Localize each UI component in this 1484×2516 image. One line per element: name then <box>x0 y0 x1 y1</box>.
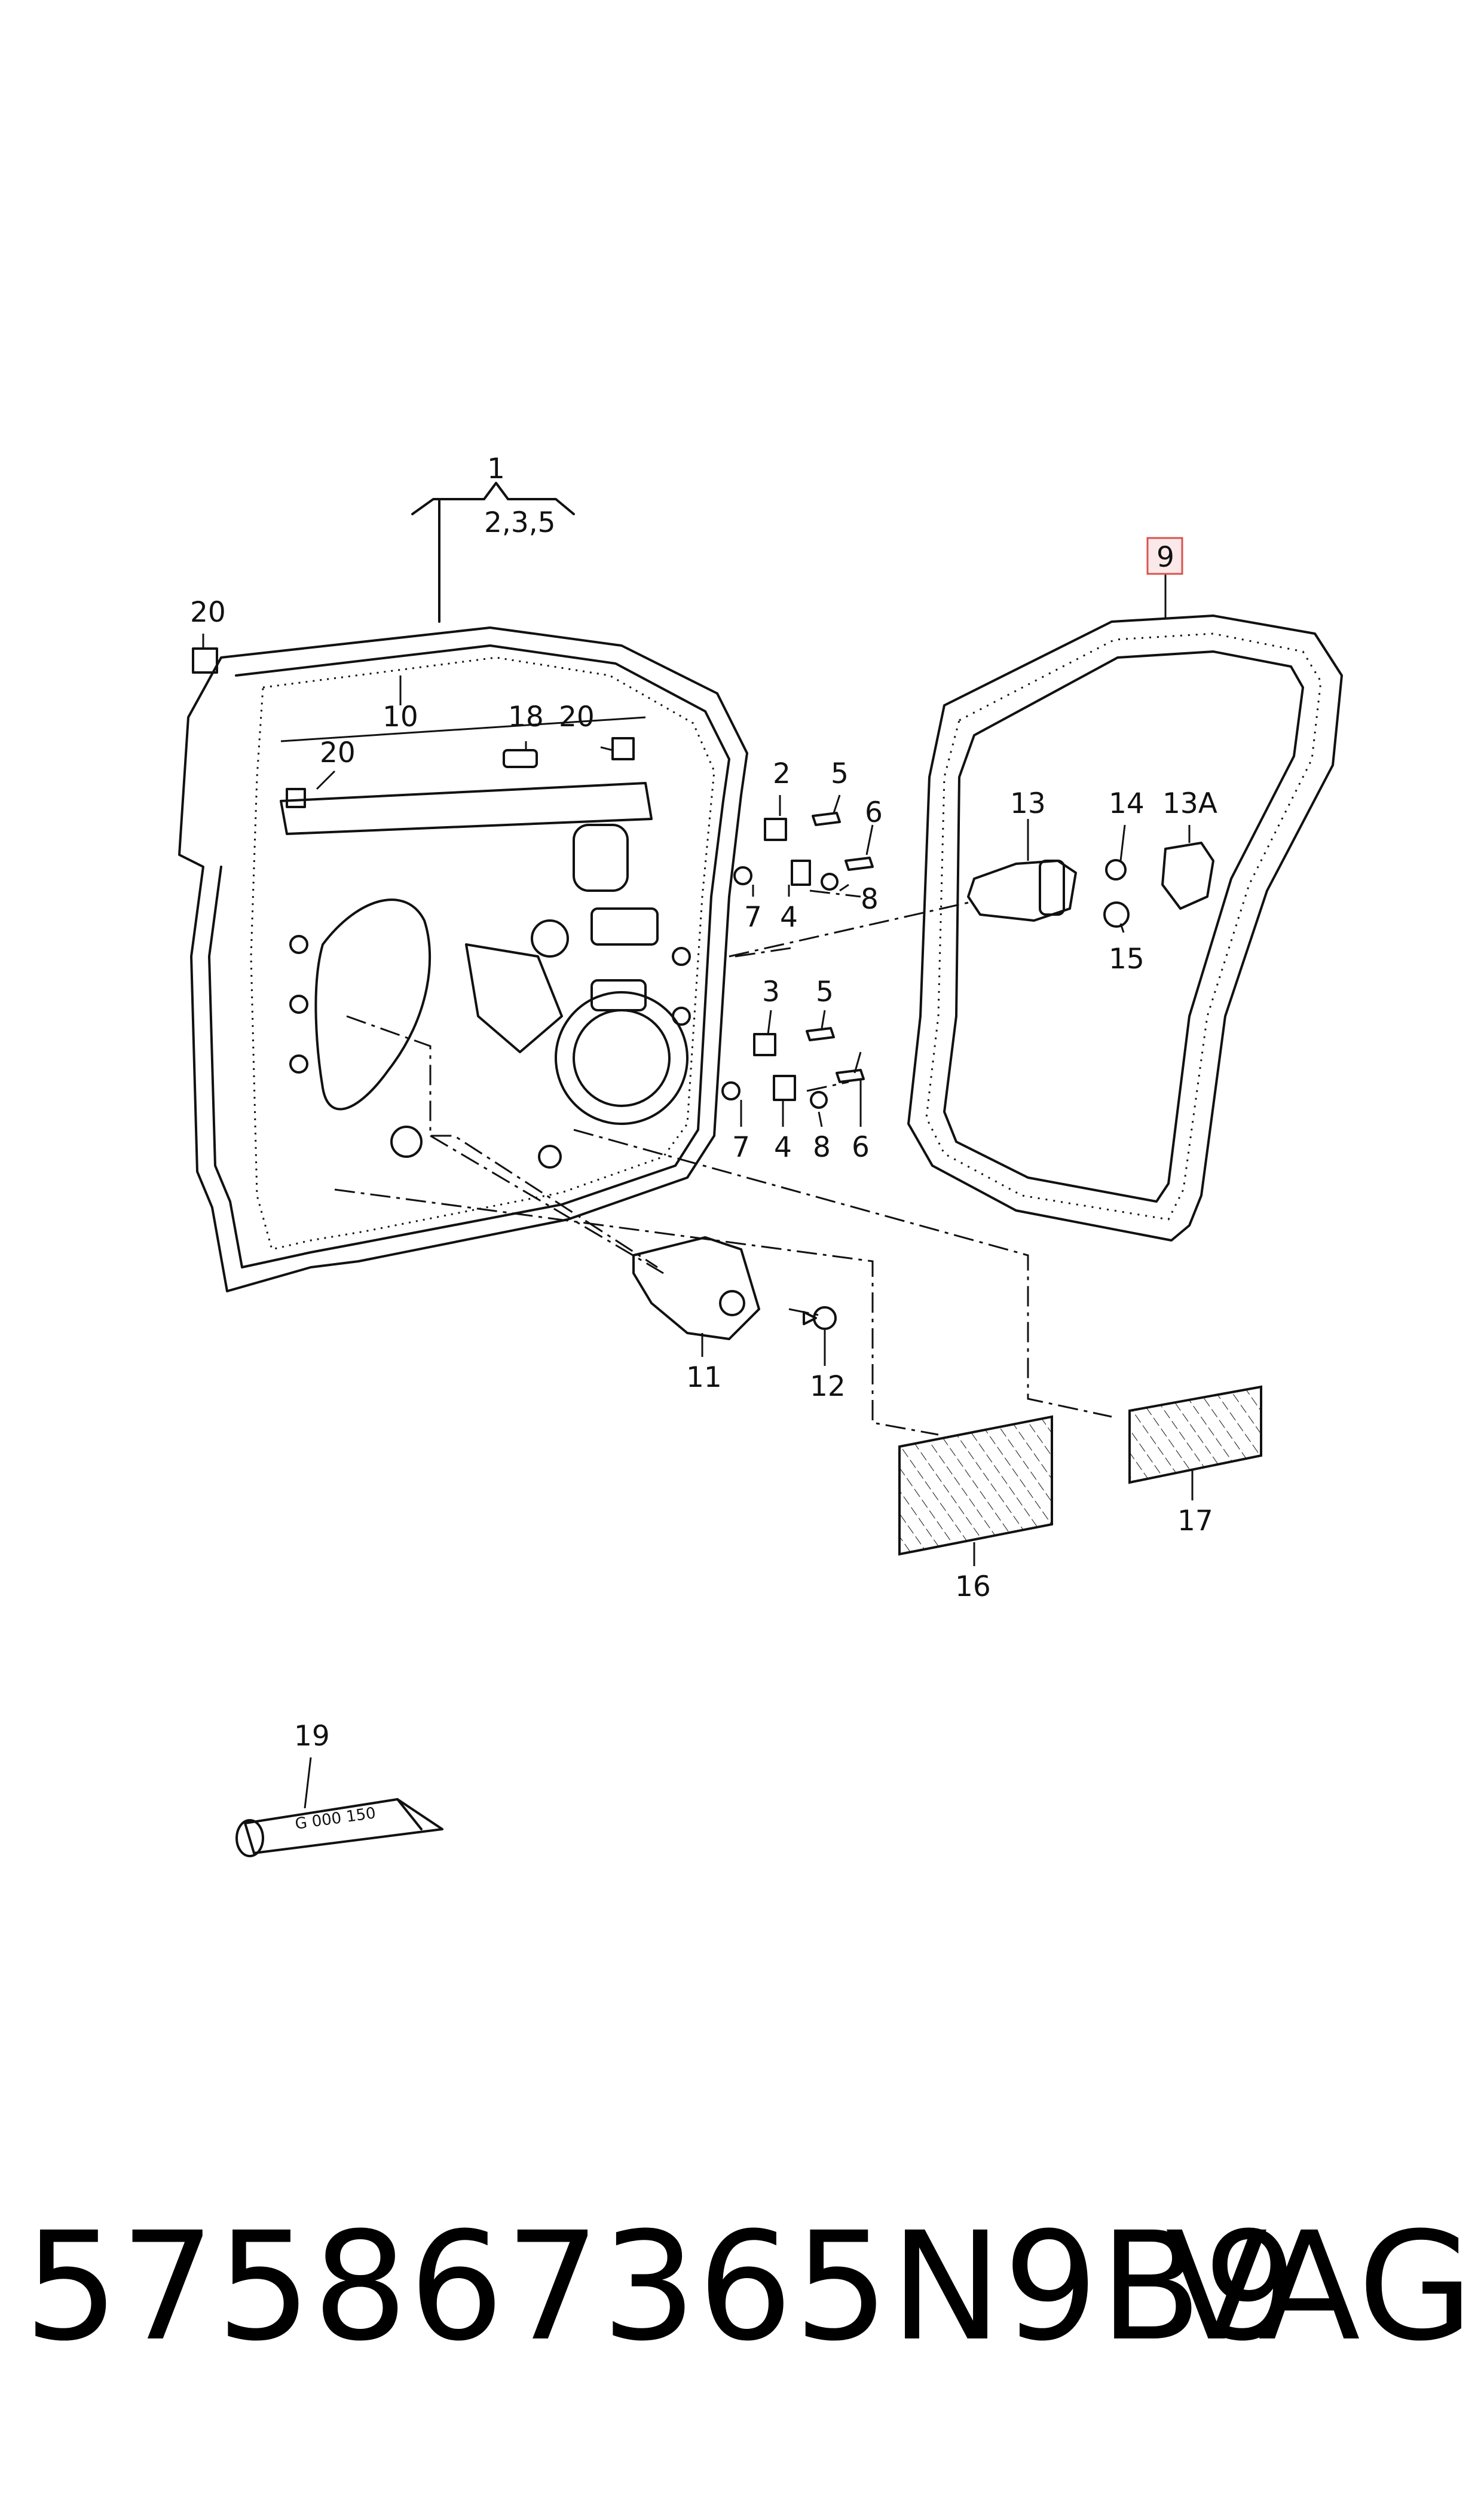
callout-2: 2 <box>773 757 791 790</box>
callout-12: 12 <box>810 1370 846 1403</box>
clip-20-square <box>192 647 218 674</box>
sealant-tube-19 <box>235 1798 443 1857</box>
part-number: 575867365N9B9 <box>24 2200 1300 2374</box>
callout-8-a: 8 <box>861 883 879 916</box>
callout-6-b: 6 <box>852 1131 870 1164</box>
door-seal <box>907 615 1343 1242</box>
callout-8-b: 8 <box>813 1131 831 1164</box>
callout-6-a: 6 <box>865 796 883 829</box>
callout-19: 19 <box>294 1720 330 1753</box>
callout-1-bracket <box>411 482 575 623</box>
callout-7-a: 7 <box>744 901 762 934</box>
cover-11 <box>632 1236 837 1340</box>
callout-9-highlight <box>1146 537 1183 575</box>
callout-20-a: 20 <box>190 596 226 629</box>
brand-name: VAG <box>1165 2200 1474 2374</box>
callout-2-3-5: 2,3,5 <box>484 506 556 539</box>
callout-16: 16 <box>955 1570 991 1603</box>
callout-20-c: 20 <box>320 736 356 769</box>
handle-13 <box>967 842 1214 928</box>
hardware-lower <box>721 1027 865 1109</box>
label-leaders <box>202 574 1194 1809</box>
callout-4-a: 4 <box>780 901 798 934</box>
pad-17 <box>1128 1385 1262 1484</box>
callout-20-b: 20 <box>559 701 595 733</box>
hardware-upper <box>733 812 874 898</box>
callout-1: 1 <box>487 453 505 485</box>
callout-3: 3 <box>762 976 780 1008</box>
callout-15: 15 <box>1109 943 1145 976</box>
pad-16 <box>898 1415 1053 1556</box>
door-frame <box>178 626 748 1292</box>
callout-17: 17 <box>1177 1505 1213 1537</box>
callout-9: 9 <box>1156 541 1174 574</box>
callout-5-a: 5 <box>831 757 849 790</box>
callout-10: 10 <box>383 701 418 733</box>
leader-lines <box>334 901 1112 1436</box>
callout-13a: 13A <box>1162 787 1217 820</box>
callout-4-b: 4 <box>774 1131 792 1164</box>
callout-7-b: 7 <box>732 1131 750 1164</box>
callout-14: 14 <box>1109 787 1145 820</box>
callout-5-b: 5 <box>816 976 834 1008</box>
callout-13: 13 <box>1010 787 1046 820</box>
callout-18: 18 <box>508 701 544 733</box>
callout-11: 11 <box>686 1361 722 1394</box>
